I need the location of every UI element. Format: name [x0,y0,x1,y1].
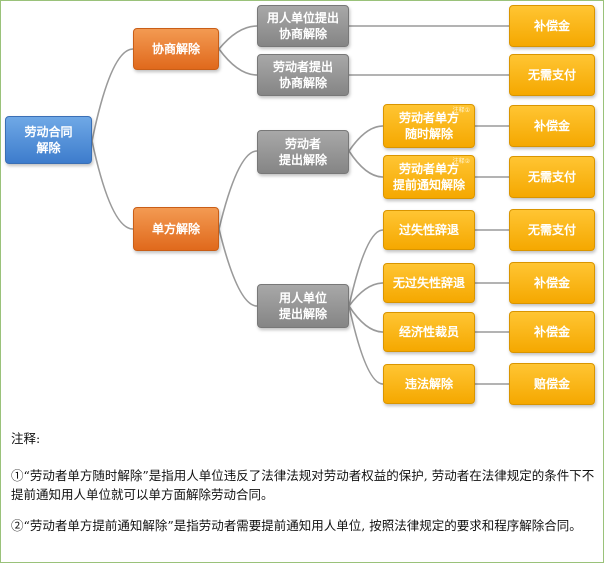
notes-section: 注释: ①“劳动者单方随时解除”是指用人单位违反了法律法规对劳动者权益的保护, … [11,429,596,535]
result-worker-immediate: 补偿金 [509,105,595,147]
unilateral-employer-node: 用人单位 提出解除 [257,284,349,328]
employer-type-nofault-node: 无过失性辞退 [383,263,475,303]
connector-negotiated-worker [218,48,258,76]
notes-heading: 注释: [11,431,41,446]
note-1-text: ①“劳动者单方随时解除”是指用人单位违反了法律法规对劳动者权益的保护, 劳动者在… [11,468,595,502]
negotiated-employer-node: 用人单位提出 协商解除 [257,5,349,47]
result-employer-nofault: 补偿金 [509,262,595,304]
negotiated-worker-node: 劳动者提出 协商解除 [257,54,349,96]
connector-lines [91,25,509,385]
connector-root-negotiated [91,48,134,142]
worker-type-immediate-node: 劳动者单方 随时解除 注释① [383,104,475,148]
result-neg-worker: 无需支付 [509,54,595,96]
connector-employer-t1 [348,229,384,307]
unilateral-worker-node: 劳动者 提出解除 [257,130,349,174]
employer-type-economic-node: 经济性裁员 [383,312,475,352]
connector-employer-t3 [348,305,384,333]
connector-worker-t1 [348,125,384,152]
unilateral-node: 单方解除 [133,207,219,251]
result-employer-fault: 无需支付 [509,209,595,251]
connector-negotiated-employer [218,25,258,50]
connector-employer-t4 [348,305,384,385]
connector-employer-t2 [348,282,384,307]
result-employer-illegal: 赔偿金 [509,363,595,405]
connector-unilateral-worker [218,150,258,230]
result-worker-notice: 无需支付 [509,156,595,198]
employer-type-fault-node: 过失性辞退 [383,210,475,250]
note-2-text: ②“劳动者单方提前通知解除”是指劳动者需要提前通知用人单位, 按照法律规定的要求… [11,518,582,533]
note-1-marker: 注释① [452,107,470,114]
root-node: 劳动合同 解除 [5,116,92,164]
worker-type-notice-label: 劳动者单方 提前通知解除 [392,162,465,192]
connector-worker-t2 [348,150,384,178]
note-2-marker: 注释② [452,158,470,165]
connector-root-unilateral [91,140,134,230]
negotiated-node: 协商解除 [133,28,219,70]
result-neg-employer: 补偿金 [509,5,595,47]
worker-type-immediate-label: 劳动者单方 随时解除 [398,111,459,141]
employer-type-illegal-node: 违法解除 [383,364,475,404]
result-employer-economic: 补偿金 [509,311,595,353]
worker-type-notice-node: 劳动者单方 提前通知解除 注释② [383,155,475,199]
connector-unilateral-employer [218,228,258,307]
